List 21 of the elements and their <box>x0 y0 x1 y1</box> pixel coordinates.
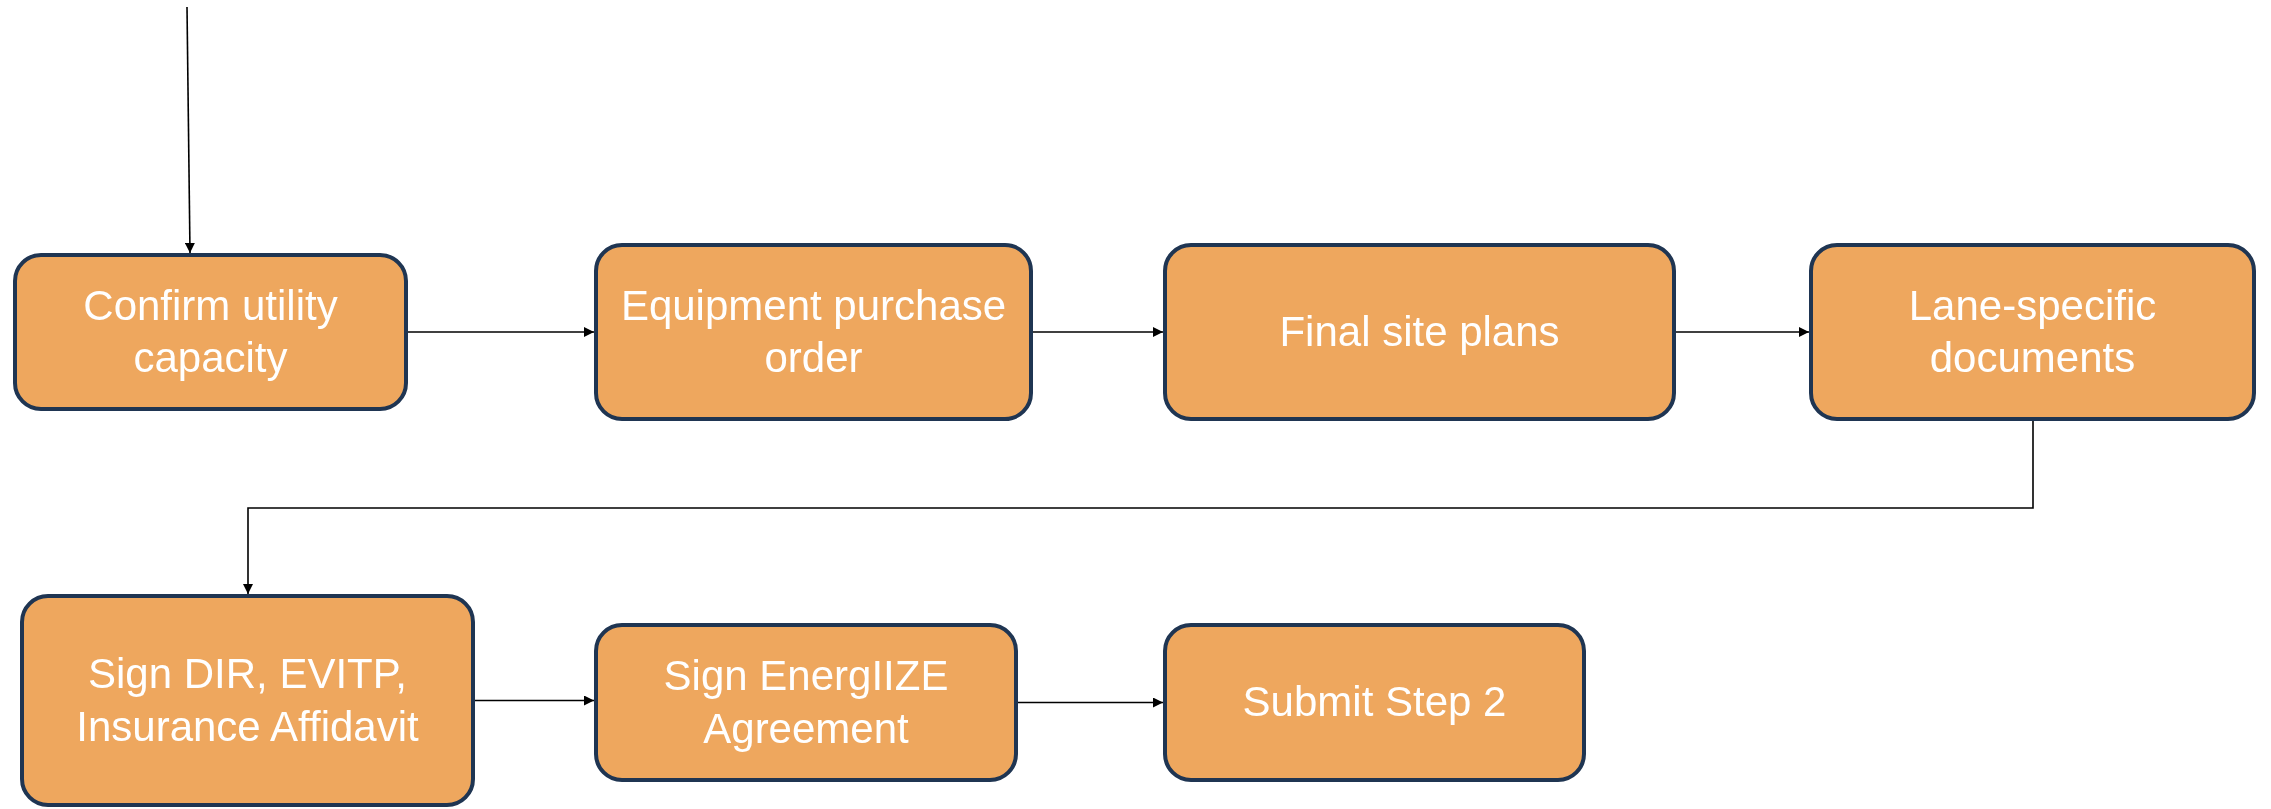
step-text: Submit Step 2 <box>1242 677 1507 728</box>
process-box <box>13 253 408 411</box>
step-text: Sign EnergIIZE Agreement <box>662 651 950 754</box>
arrow <box>184 6 195 254</box>
step-text: Confirm utility capacity <box>82 280 339 383</box>
arrow <box>1675 327 1810 337</box>
arrow <box>474 695 595 706</box>
process-box <box>1163 243 1676 421</box>
process-box <box>594 243 1033 421</box>
process-box <box>1163 623 1586 782</box>
process-box <box>1809 243 2256 421</box>
step-text: Lane-specific documents <box>1907 280 2158 383</box>
arrow <box>1017 697 1164 708</box>
arrow <box>1032 327 1164 337</box>
step-text: Sign DIR, EVITP, Insurance Affidavit <box>75 649 420 752</box>
step-text: Equipment purchase order <box>619 280 1008 383</box>
process-box <box>594 623 1018 782</box>
arrow <box>243 420 2034 595</box>
process-box <box>20 594 475 807</box>
step-text: Final site plans <box>1279 306 1560 357</box>
arrow <box>407 327 595 337</box>
